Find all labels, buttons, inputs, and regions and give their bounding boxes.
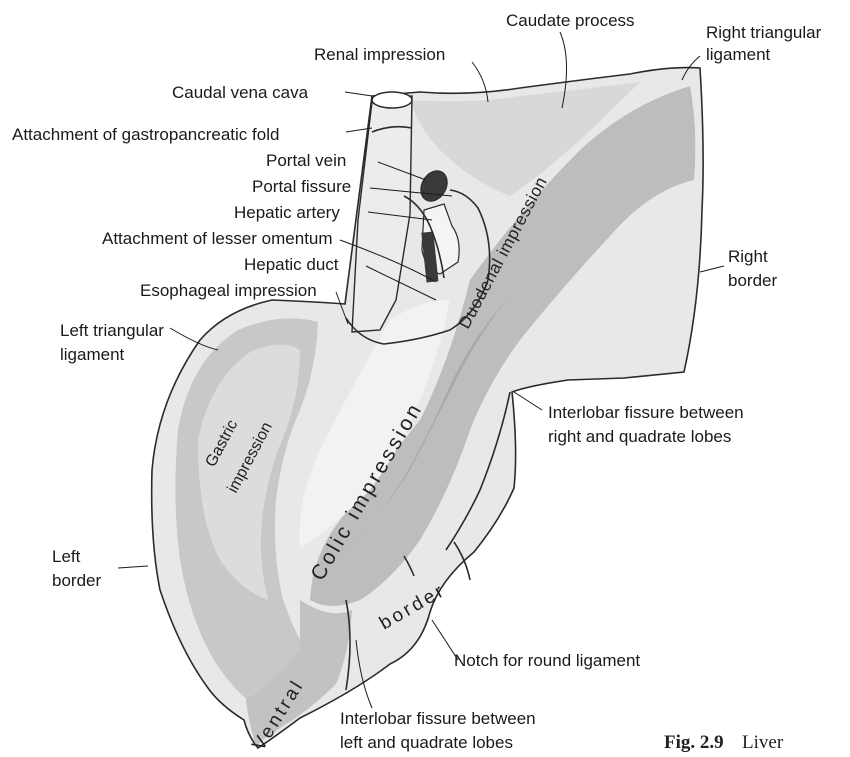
label-interlobar-right-2: right and quadrate lobes [548,427,731,446]
caption-title: Liver [742,732,784,753]
label-right-border-1: Right [728,247,768,266]
label-notch-round-ligament: Notch for round ligament [454,651,640,670]
label-interlobar-left-2: left and quadrate lobes [340,733,513,752]
label-renal-impression: Renal impression [314,45,445,64]
figure-caption: Fig. 2.9 Liver [664,732,784,753]
caption-figure-number: Fig. 2.9 [664,732,724,753]
label-caudate-process: Caudate process [506,11,635,30]
label-left-triangular-2: ligament [60,345,125,364]
label-hepatic-duct: Hepatic duct [244,255,339,274]
label-gastropancreatic-fold: Attachment of gastropancreatic fold [12,125,279,144]
label-right-triangular-1: Right triangular [706,23,822,42]
label-portal-fissure: Portal fissure [252,177,351,196]
label-lesser-omentum: Attachment of lesser omentum [102,229,333,248]
label-esophageal-impression: Esophageal impression [140,281,317,300]
label-right-triangular-2: ligament [706,45,771,64]
label-left-triangular-1: Left triangular [60,321,164,340]
vena-cava-opening [372,92,412,108]
label-right-border-2: border [728,271,777,290]
label-interlobar-left-1: Interlobar fissure between [340,709,536,728]
label-portal-vein: Portal vein [266,151,346,170]
label-hepatic-artery: Hepatic artery [234,203,340,222]
label-left-border-1: Left [52,547,81,566]
label-left-border-2: border [52,571,101,590]
label-caudal-vena-cava: Caudal vena cava [172,83,309,102]
label-interlobar-right-1: Interlobar fissure between [548,403,744,422]
